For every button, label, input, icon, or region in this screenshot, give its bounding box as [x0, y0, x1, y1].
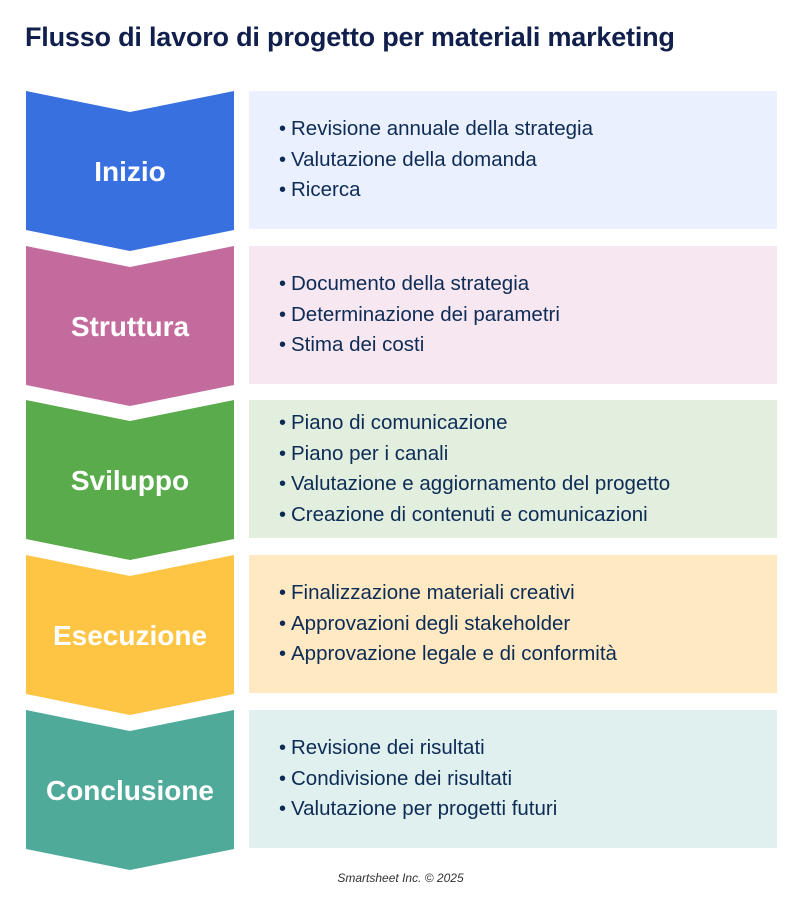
stage-esecuzione: Esecuzione •Finalizzazione materiali cre… — [0, 555, 801, 716]
bullet-icon: • — [279, 737, 287, 760]
bullet-icon: • — [279, 334, 287, 357]
bullet-icon: • — [279, 412, 287, 434]
stage-tasks-box: •Finalizzazione materiali creativi •Appr… — [249, 555, 777, 693]
copyright-footer: Smartsheet Inc. © 2025 — [337, 871, 464, 885]
stage-chevron: Esecuzione — [26, 555, 234, 716]
stage-struttura: Struttura •Documento della strategia •De… — [0, 246, 801, 407]
bullet-icon: • — [279, 612, 287, 635]
chevron-shape-icon — [26, 710, 234, 870]
task-item: •Documento della strategia — [279, 269, 777, 300]
stage-label: Esecuzione — [52, 619, 208, 651]
stage-inizio: Inizio •Revisione annuale della strategi… — [0, 91, 801, 252]
bullet-icon: • — [279, 582, 287, 605]
task-item: •Stima dei costi — [279, 330, 777, 361]
task-item: •Valutazione e aggiornamento del progett… — [279, 469, 777, 500]
stage-label: Conclusione — [45, 774, 214, 806]
stage-tasks-box: •Documento della strategia •Determinazio… — [249, 246, 777, 384]
bullet-icon: • — [279, 767, 287, 790]
stage-label: Inizio — [94, 155, 166, 187]
page-title: Flusso di lavoro di progetto per materia… — [25, 22, 675, 52]
stage-label: Sviluppo — [70, 464, 190, 496]
stage-tasks-box: •Piano di comunicazione •Piano per i can… — [249, 400, 777, 538]
chevron-shape-icon — [26, 555, 234, 715]
stage-chevron: Inizio — [26, 91, 234, 252]
task-item: •Approvazione legale e di conformità — [279, 639, 777, 670]
stage-label: Struttura — [70, 310, 190, 342]
stage-chevron: Conclusione — [26, 710, 234, 871]
bullet-icon: • — [279, 643, 287, 666]
bullet-icon: • — [279, 473, 287, 495]
task-item: •Valutazione della domanda — [279, 145, 777, 176]
bullet-icon: • — [279, 798, 287, 821]
task-item: •Determinazione dei parametri — [279, 300, 777, 331]
task-item: •Creazione di contenuti e comunicazioni — [279, 500, 777, 531]
chevron-shape-icon — [26, 91, 234, 251]
stage-tasks-box: •Revisione annuale della strategia •Valu… — [249, 91, 777, 229]
chevron-shape-icon — [26, 246, 234, 406]
task-item: •Piano di comunicazione — [279, 408, 777, 439]
task-item: •Valutazione per progetti futuri — [279, 794, 777, 825]
task-item: •Piano per i canali — [279, 439, 777, 470]
task-item: •Revisione annuale della strategia — [279, 114, 777, 145]
bullet-icon: • — [279, 303, 287, 326]
task-item: •Approvazioni degli stakeholder — [279, 609, 777, 640]
bullet-icon: • — [279, 503, 287, 526]
task-item: •Ricerca — [279, 175, 777, 206]
chevron-shape-icon — [26, 400, 234, 560]
stage-chevron: Struttura — [26, 246, 234, 407]
task-item: •Finalizzazione materiali creativi — [279, 578, 777, 609]
bullet-icon: • — [279, 179, 287, 202]
stage-sviluppo: Sviluppo •Piano di comunicazione •Piano … — [0, 400, 801, 561]
task-item: •Revisione dei risultati — [279, 733, 777, 764]
bullet-icon: • — [279, 118, 287, 141]
bullet-icon: • — [279, 273, 287, 296]
bullet-icon: • — [279, 148, 287, 171]
task-item: •Condivisione dei risultati — [279, 764, 777, 795]
bullet-icon: • — [279, 442, 287, 465]
stage-chevron: Sviluppo — [26, 400, 234, 561]
stage-conclusione: Conclusione •Revisione dei risultati •Co… — [0, 710, 801, 871]
stage-tasks-box: •Revisione dei risultati •Condivisione d… — [249, 710, 777, 848]
